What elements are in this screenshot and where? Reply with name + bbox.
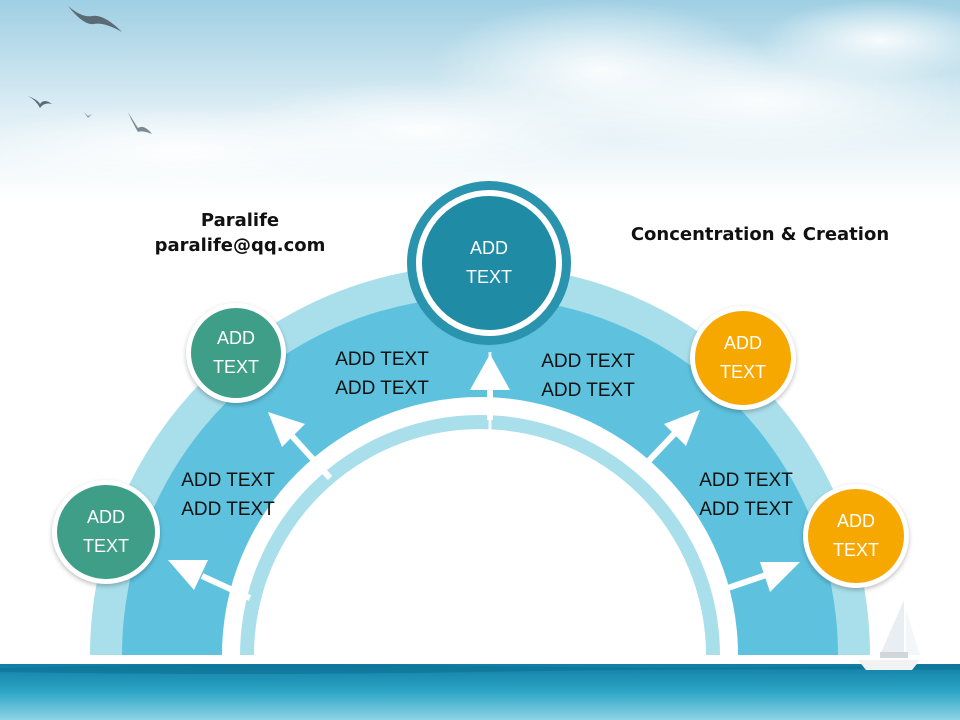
node-left-lower-line2: TEXT bbox=[82, 536, 129, 556]
node-left-lower-line1: ADD bbox=[86, 507, 125, 527]
band-label-lower-left: ADD TEXT ADD TEXT bbox=[168, 466, 288, 524]
seagull-icon bbox=[28, 96, 52, 108]
node-right-upper-line2: TEXT bbox=[719, 362, 766, 382]
clouds bbox=[0, 0, 960, 195]
band-label-upper-left-line1: ADD TEXT bbox=[335, 349, 429, 370]
seagull-icon bbox=[68, 6, 122, 32]
node-top-line2: TEXT bbox=[465, 267, 512, 287]
author-block: Paralife paralife@qq.com bbox=[140, 208, 340, 258]
node-left-upper-line2: TEXT bbox=[212, 357, 259, 377]
tagline: Concentration & Creation bbox=[630, 224, 890, 245]
node-top-line1: ADD bbox=[469, 238, 508, 258]
arch-main-band bbox=[122, 297, 838, 655]
band-label-lower-left-line1: ADD TEXT bbox=[181, 470, 275, 491]
sailboat-icon bbox=[858, 600, 920, 670]
band-label-upper-right-line2: ADD TEXT bbox=[541, 380, 635, 401]
arrow-up-icon bbox=[168, 560, 252, 601]
band-label-upper-left-line2: ADD TEXT bbox=[335, 378, 429, 399]
band-label-upper-right-line1: ADD TEXT bbox=[541, 351, 635, 372]
band-label-lower-right-line1: ADD TEXT bbox=[699, 470, 793, 491]
band-label-lower-right: ADD TEXT ADD TEXT bbox=[686, 466, 806, 524]
node-right-upper-line1: ADD bbox=[723, 333, 762, 353]
band-label-lower-left-line2: ADD TEXT bbox=[181, 499, 275, 520]
band-label-upper-right: ADD TEXT ADD TEXT bbox=[528, 347, 648, 405]
seagull-icon bbox=[84, 112, 92, 118]
author-email: paralife@qq.com bbox=[154, 235, 326, 256]
author-name: Paralife bbox=[200, 210, 280, 231]
band-label-lower-right-line2: ADD TEXT bbox=[699, 499, 793, 520]
node-top: ADD TEXT bbox=[416, 190, 562, 336]
node-right-lower-line2: TEXT bbox=[832, 540, 879, 560]
node-right-lower: ADD TEXT bbox=[803, 484, 909, 588]
seagull-icon bbox=[128, 112, 152, 134]
band-label-upper-left: ADD TEXT ADD TEXT bbox=[322, 345, 442, 403]
arrow-up-icon bbox=[715, 562, 800, 595]
node-right-lower-line1: ADD bbox=[836, 511, 875, 531]
node-right-upper: ADD TEXT bbox=[690, 306, 796, 410]
arrow-up-icon bbox=[268, 412, 333, 481]
arrow-up-icon bbox=[637, 410, 700, 473]
node-left-upper: ADD TEXT bbox=[186, 303, 286, 403]
node-left-upper-line1: ADD bbox=[216, 328, 255, 348]
node-left-lower: ADD TEXT bbox=[52, 480, 160, 584]
